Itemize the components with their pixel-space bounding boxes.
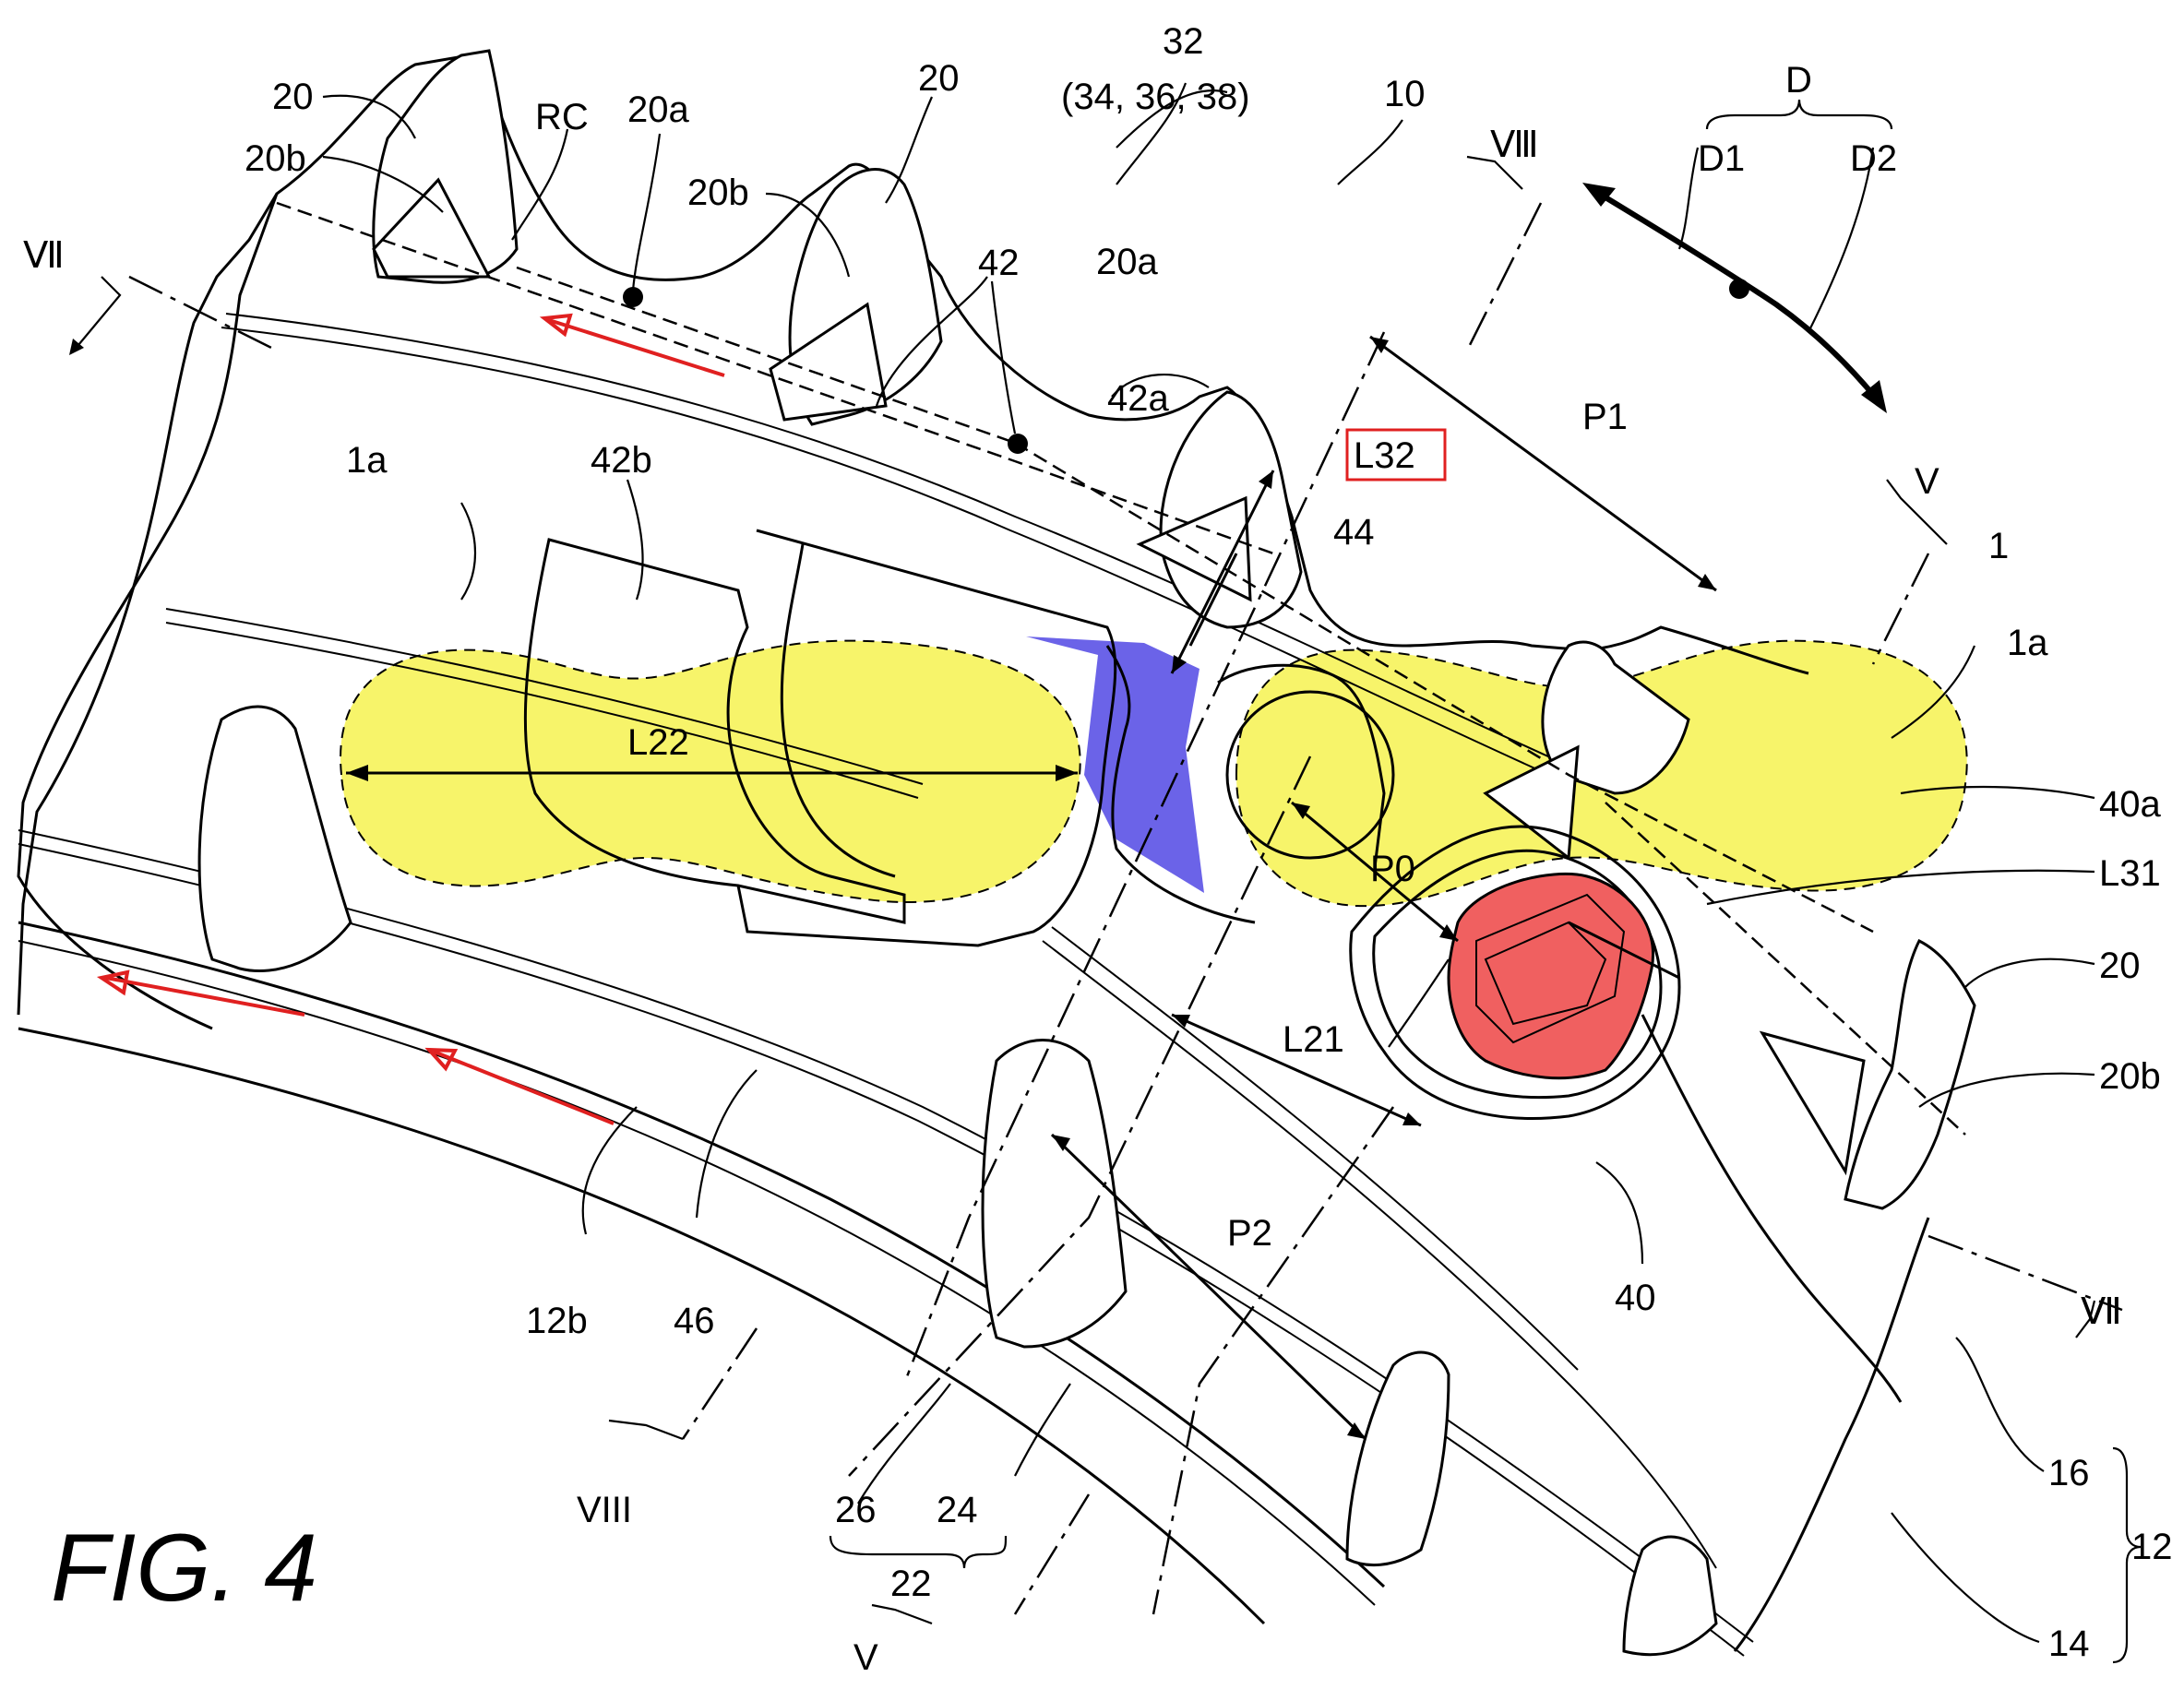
- dimension-lines: [346, 335, 1717, 1441]
- label-20-top: 20: [272, 77, 314, 117]
- label-20a-top: 20a: [627, 89, 689, 130]
- label-L31: L31: [2099, 853, 2161, 894]
- leader-lines: [69, 82, 2142, 1664]
- label-D1: D1: [1698, 138, 1745, 179]
- label-26: 26: [835, 1490, 877, 1530]
- label-22: 22: [890, 1564, 932, 1604]
- label-16: 16: [2048, 1453, 2090, 1493]
- label-V-top: V: [1915, 461, 1939, 502]
- L32-highlight-box: [1345, 428, 1447, 482]
- label-1a-right: 1a: [2007, 623, 2048, 663]
- figure-title: FIG. 4: [51, 1515, 317, 1622]
- yellow-link-region-left: [340, 639, 1081, 903]
- label-12b: 12b: [526, 1301, 588, 1341]
- label-VII-right: Ⅶ: [2081, 1291, 2122, 1332]
- label-1a-left: 1a: [346, 440, 388, 481]
- label-20b-top: 20b: [245, 138, 306, 179]
- label-42a: 42a: [1107, 378, 1169, 419]
- label-32: 32: [1163, 21, 1204, 62]
- pitch-point-right: [1008, 434, 1028, 454]
- chain-links: [523, 529, 1681, 1120]
- reference-lines: [128, 201, 2123, 1615]
- label-14: 14: [2048, 1624, 2090, 1664]
- labels: 20 20b RC 20a 20 20b 42 20a 32 (34, 36, …: [23, 21, 2173, 1678]
- lower-teeth: [197, 705, 1718, 1657]
- label-20a-mid: 20a: [1096, 242, 1158, 282]
- label-12: 12: [2131, 1527, 2173, 1567]
- label-P0: P0: [1370, 849, 1415, 889]
- blue-region: [1026, 636, 1204, 893]
- label-L32: L32: [1354, 435, 1415, 476]
- label-P1: P1: [1582, 397, 1628, 437]
- label-V-bottom: V: [853, 1637, 878, 1678]
- label-VII-left: Ⅶ: [23, 235, 65, 276]
- sprocket-body: [17, 52, 1930, 1657]
- upper-teeth: [372, 49, 1976, 1210]
- label-40a: 40a: [2099, 784, 2161, 825]
- label-L21: L21: [1283, 1019, 1344, 1060]
- label-20b-right: 20b: [2099, 1056, 2161, 1097]
- label-D2: D2: [1850, 138, 1897, 179]
- label-32-sub: (34, 36, 38): [1061, 77, 1250, 117]
- label-42b: 42b: [591, 440, 652, 481]
- label-42: 42: [978, 243, 1020, 283]
- label-46: 46: [674, 1301, 715, 1341]
- red-arrows: [96, 313, 725, 1125]
- element-40: [1447, 872, 1654, 1080]
- label-40: 40: [1615, 1278, 1656, 1318]
- label-44: 44: [1333, 512, 1375, 553]
- label-VIII-top: Ⅷ: [1490, 125, 1539, 165]
- label-24: 24: [937, 1490, 978, 1530]
- pitch-point-left: [623, 287, 643, 307]
- label-1: 1: [1988, 526, 2009, 566]
- label-L22: L22: [627, 722, 689, 763]
- label-20-right: 20: [2099, 946, 2141, 986]
- label-P2: P2: [1227, 1213, 1272, 1254]
- label-10: 10: [1384, 74, 1426, 114]
- label-VIII-bottom: VIII: [577, 1490, 632, 1530]
- label-D: D: [1785, 60, 1812, 101]
- label-20b-mid: 20b: [687, 172, 749, 213]
- label-RC: RC: [535, 97, 589, 137]
- label-20-mid: 20: [918, 58, 960, 99]
- direction-arc: [1582, 183, 1887, 413]
